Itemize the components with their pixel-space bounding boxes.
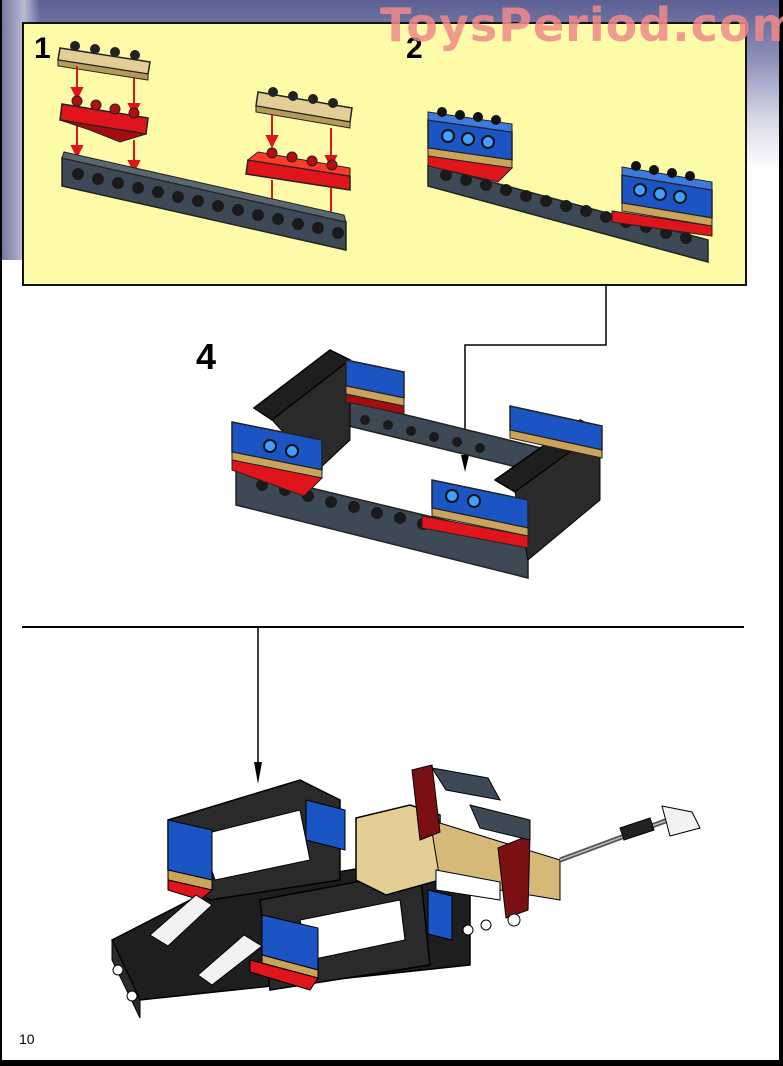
step-number-1: 1 xyxy=(34,32,51,65)
blue-technic-brick-icon xyxy=(421,479,529,549)
page-border-right xyxy=(779,0,783,1066)
step4-illustration xyxy=(231,349,603,579)
step2-illustration xyxy=(427,107,713,263)
red-wedge-plate-icon xyxy=(59,95,149,143)
step-number-2: 2 xyxy=(406,32,423,65)
red-wedge-plate-icon xyxy=(245,147,351,191)
subassembly-panel xyxy=(22,22,747,286)
page-border-left xyxy=(0,0,2,1066)
arrow-down-icon xyxy=(461,455,469,472)
blue-technic-brick-icon xyxy=(231,421,324,497)
watermark-text: ToysPeriod.com xyxy=(380,0,783,52)
arrow-down-icon xyxy=(254,762,262,784)
page-border-bottom xyxy=(0,1060,783,1066)
step1-illustration xyxy=(57,41,353,251)
technic-beam-icon xyxy=(61,151,347,251)
step-number-4: 4 xyxy=(196,336,217,377)
blue-technic-brick-icon xyxy=(611,161,713,237)
tan-plate-icon xyxy=(255,87,353,129)
blue-technic-brick-icon xyxy=(345,359,405,415)
callout-connector xyxy=(461,284,607,472)
page-number: 10 xyxy=(19,1031,35,1047)
section-divider xyxy=(22,626,744,628)
blue-technic-brick-icon xyxy=(427,107,514,183)
tan-plate-icon xyxy=(57,41,151,81)
blue-technic-brick-icon xyxy=(509,405,603,459)
